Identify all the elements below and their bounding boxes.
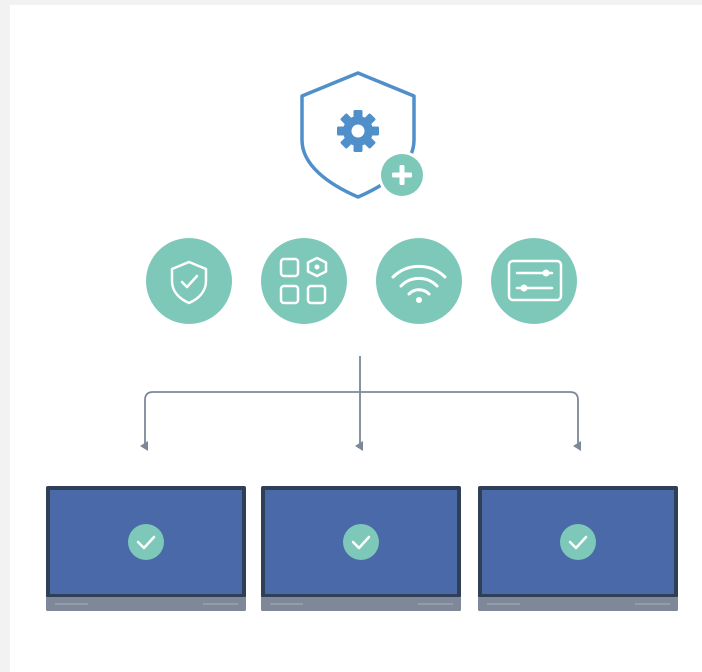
laptop	[261, 486, 461, 611]
checkmark-icon	[343, 524, 379, 560]
wifi-icon	[376, 238, 462, 324]
shield-check-icon	[146, 238, 232, 324]
gear-icon	[337, 110, 379, 152]
settings-sliders-icon	[491, 238, 577, 324]
branch-line-right	[360, 391, 581, 451]
plus-badge-icon	[378, 151, 426, 199]
branch-line-left	[140, 391, 360, 451]
laptop	[478, 486, 678, 611]
feature-icons-row	[146, 238, 577, 324]
laptop	[46, 486, 246, 611]
connector-lines	[140, 356, 581, 451]
apps-grid-icon	[261, 238, 347, 324]
checkmark-icon	[560, 524, 596, 560]
checkmark-icon	[128, 524, 164, 560]
shield-gear-icon	[300, 71, 426, 199]
